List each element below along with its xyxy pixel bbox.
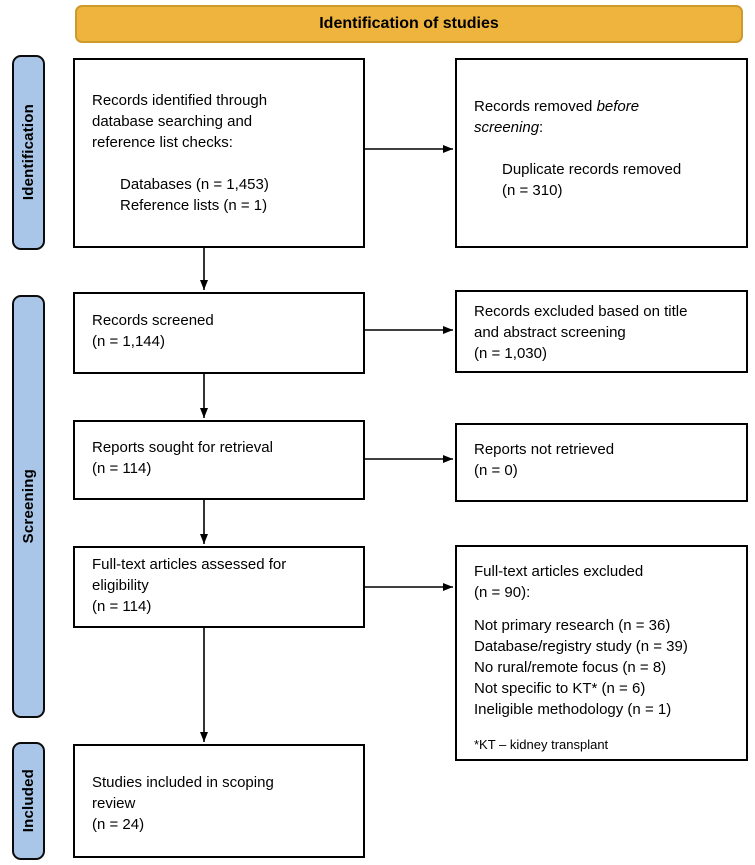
box-text-line: Records excluded based on title — [474, 303, 688, 320]
box-fulltext-excluded: Full-text articles excluded (n = 90): No… — [455, 545, 748, 761]
box-text-line: reference list checks: — [92, 134, 233, 151]
box-text-line: (n = 0) — [474, 462, 518, 479]
box-text-line: Databases (n = 1,453) — [120, 176, 269, 193]
diagram-title-banner: Identification of studies — [75, 5, 743, 43]
box-fulltext-assessed: Full-text articles assessed for eligibil… — [73, 546, 365, 628]
stage-label: Included — [20, 769, 37, 833]
box-text: Records removed before screening: — [474, 96, 696, 138]
box-records-identified: Records identified through database sear… — [73, 58, 365, 248]
box-text-line: Records identified through — [92, 92, 268, 109]
diagram-title: Identification of studies — [319, 15, 499, 32]
exclusion-reason: Database/registry study (n = 39) — [474, 638, 688, 655]
box-text-segment: : — [539, 119, 544, 136]
box-text-segment: Records removed — [474, 98, 597, 115]
exclusion-reason: No rural/remote focus (n = 8) — [474, 659, 667, 676]
box-text-line: (n = 1,144) — [92, 333, 165, 350]
box-text-line: Full-text articles assessed for — [92, 556, 287, 573]
exclusion-reason: Not specific to KT* (n = 6) — [474, 680, 646, 697]
exclusion-reason: Ineligible methodology (n = 1) — [474, 701, 672, 718]
stage-label: Identification — [20, 104, 37, 201]
box-text-italic: before screening — [474, 98, 640, 136]
stage-screening: Screening — [12, 295, 45, 718]
exclusion-reason: Not primary research (n = 36) — [474, 617, 671, 634]
box-text-line: (n = 90): — [474, 584, 531, 601]
box-text-line: Duplicate records removed — [502, 161, 682, 178]
stage-included: Included — [12, 742, 45, 860]
stage-identification: Identification — [12, 55, 45, 250]
box-text-line: Full-text articles excluded — [474, 563, 644, 580]
box-reports-sought: Reports sought for retrieval (n = 114) — [73, 420, 365, 500]
box-text-line: Reports sought for retrieval — [92, 439, 273, 456]
box-reports-not-retrieved: Reports not retrieved (n = 0) — [455, 423, 748, 502]
box-text-line: database searching and — [92, 113, 253, 130]
box-text-line: review — [92, 795, 136, 812]
box-records-removed: Records removed before screening: Duplic… — [455, 58, 748, 248]
stage-label: Screening — [20, 469, 37, 544]
box-text-line: (n = 114) — [92, 460, 152, 477]
box-text-line: (n = 310) — [502, 182, 563, 199]
kt-footnote: *KT – kidney transplant — [474, 737, 609, 752]
box-records-screened: Records screened (n = 1,144) — [73, 292, 365, 374]
box-studies-included: Studies included in scoping review (n = … — [73, 744, 365, 858]
box-records-excluded-screening: Records excluded based on title and abst… — [455, 290, 748, 373]
box-text-line: Reference lists (n = 1) — [120, 197, 268, 214]
box-text-line: Records screened — [92, 312, 214, 329]
box-text-line: Studies included in scoping — [92, 774, 274, 791]
box-text-line: Reports not retrieved — [474, 441, 615, 458]
box-text-line: eligibility — [92, 577, 149, 594]
box-text-line: (n = 114) — [92, 598, 152, 615]
box-text-line: (n = 24) — [92, 816, 145, 833]
box-text-line: (n = 1,030) — [474, 345, 547, 362]
box-text-line: and abstract screening — [474, 324, 626, 341]
